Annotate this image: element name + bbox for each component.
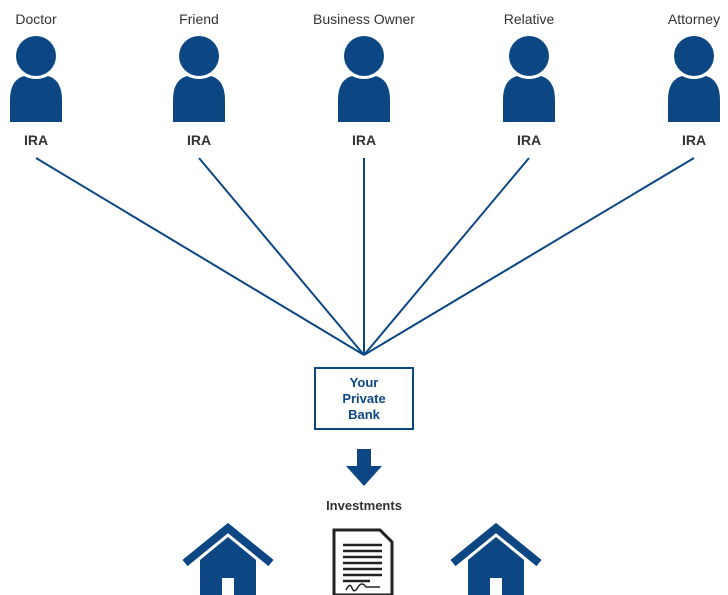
arrow-down-icon [346, 449, 382, 486]
person-title-doctor: Doctor [15, 11, 57, 27]
ira-label-relative: IRA [516, 132, 542, 148]
ira-label-friend: IRA [186, 132, 212, 148]
private-bank-box: Your Private Bank [314, 367, 414, 430]
investments-label: Investments [326, 498, 402, 513]
document-icon [332, 528, 394, 595]
person-icon [503, 36, 555, 122]
person-title-business-owner: Business Owner [313, 11, 415, 27]
private-bank-label: Your Private Bank [342, 374, 386, 422]
connector-line-doctor [35, 157, 365, 356]
connector-line-relative [363, 157, 530, 356]
house-icon [182, 522, 274, 595]
person-title-attorney: Attorney [667, 11, 721, 27]
connector-line-friend [198, 157, 365, 356]
person-icon [338, 36, 390, 122]
house-icon [450, 522, 542, 595]
connector-line-attorney [363, 157, 695, 356]
person-icon [173, 36, 225, 122]
ira-label-attorney: IRA [681, 132, 707, 148]
ira-label-doctor: IRA [23, 132, 49, 148]
ira-label-business-owner: IRA [351, 132, 377, 148]
person-icon [668, 36, 720, 122]
person-icon [10, 36, 62, 122]
person-title-relative: Relative [503, 11, 555, 27]
person-title-friend: Friend [179, 11, 219, 27]
